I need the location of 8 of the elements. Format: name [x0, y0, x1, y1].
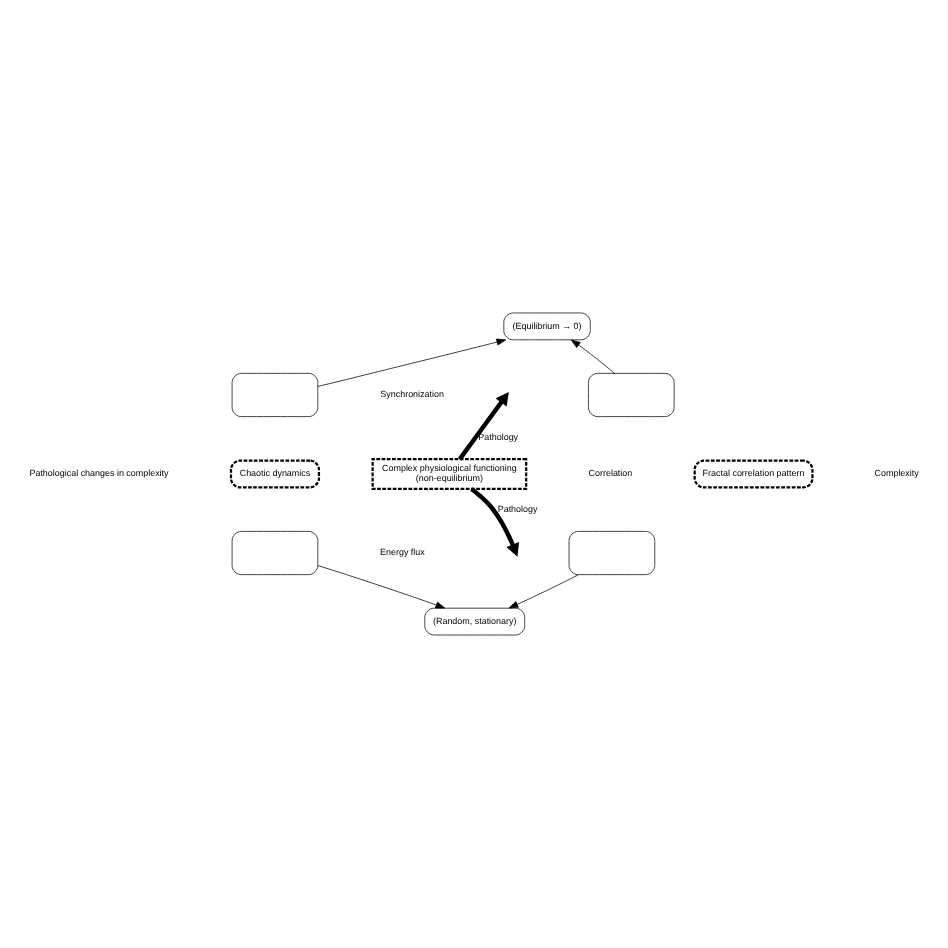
arrow [570, 339, 615, 374]
node-box [588, 373, 675, 417]
arrow [317, 565, 446, 609]
node-box [568, 531, 656, 575]
node-box [231, 531, 319, 575]
node-box [231, 373, 319, 417]
arrow [317, 338, 507, 387]
arrow [508, 574, 579, 609]
